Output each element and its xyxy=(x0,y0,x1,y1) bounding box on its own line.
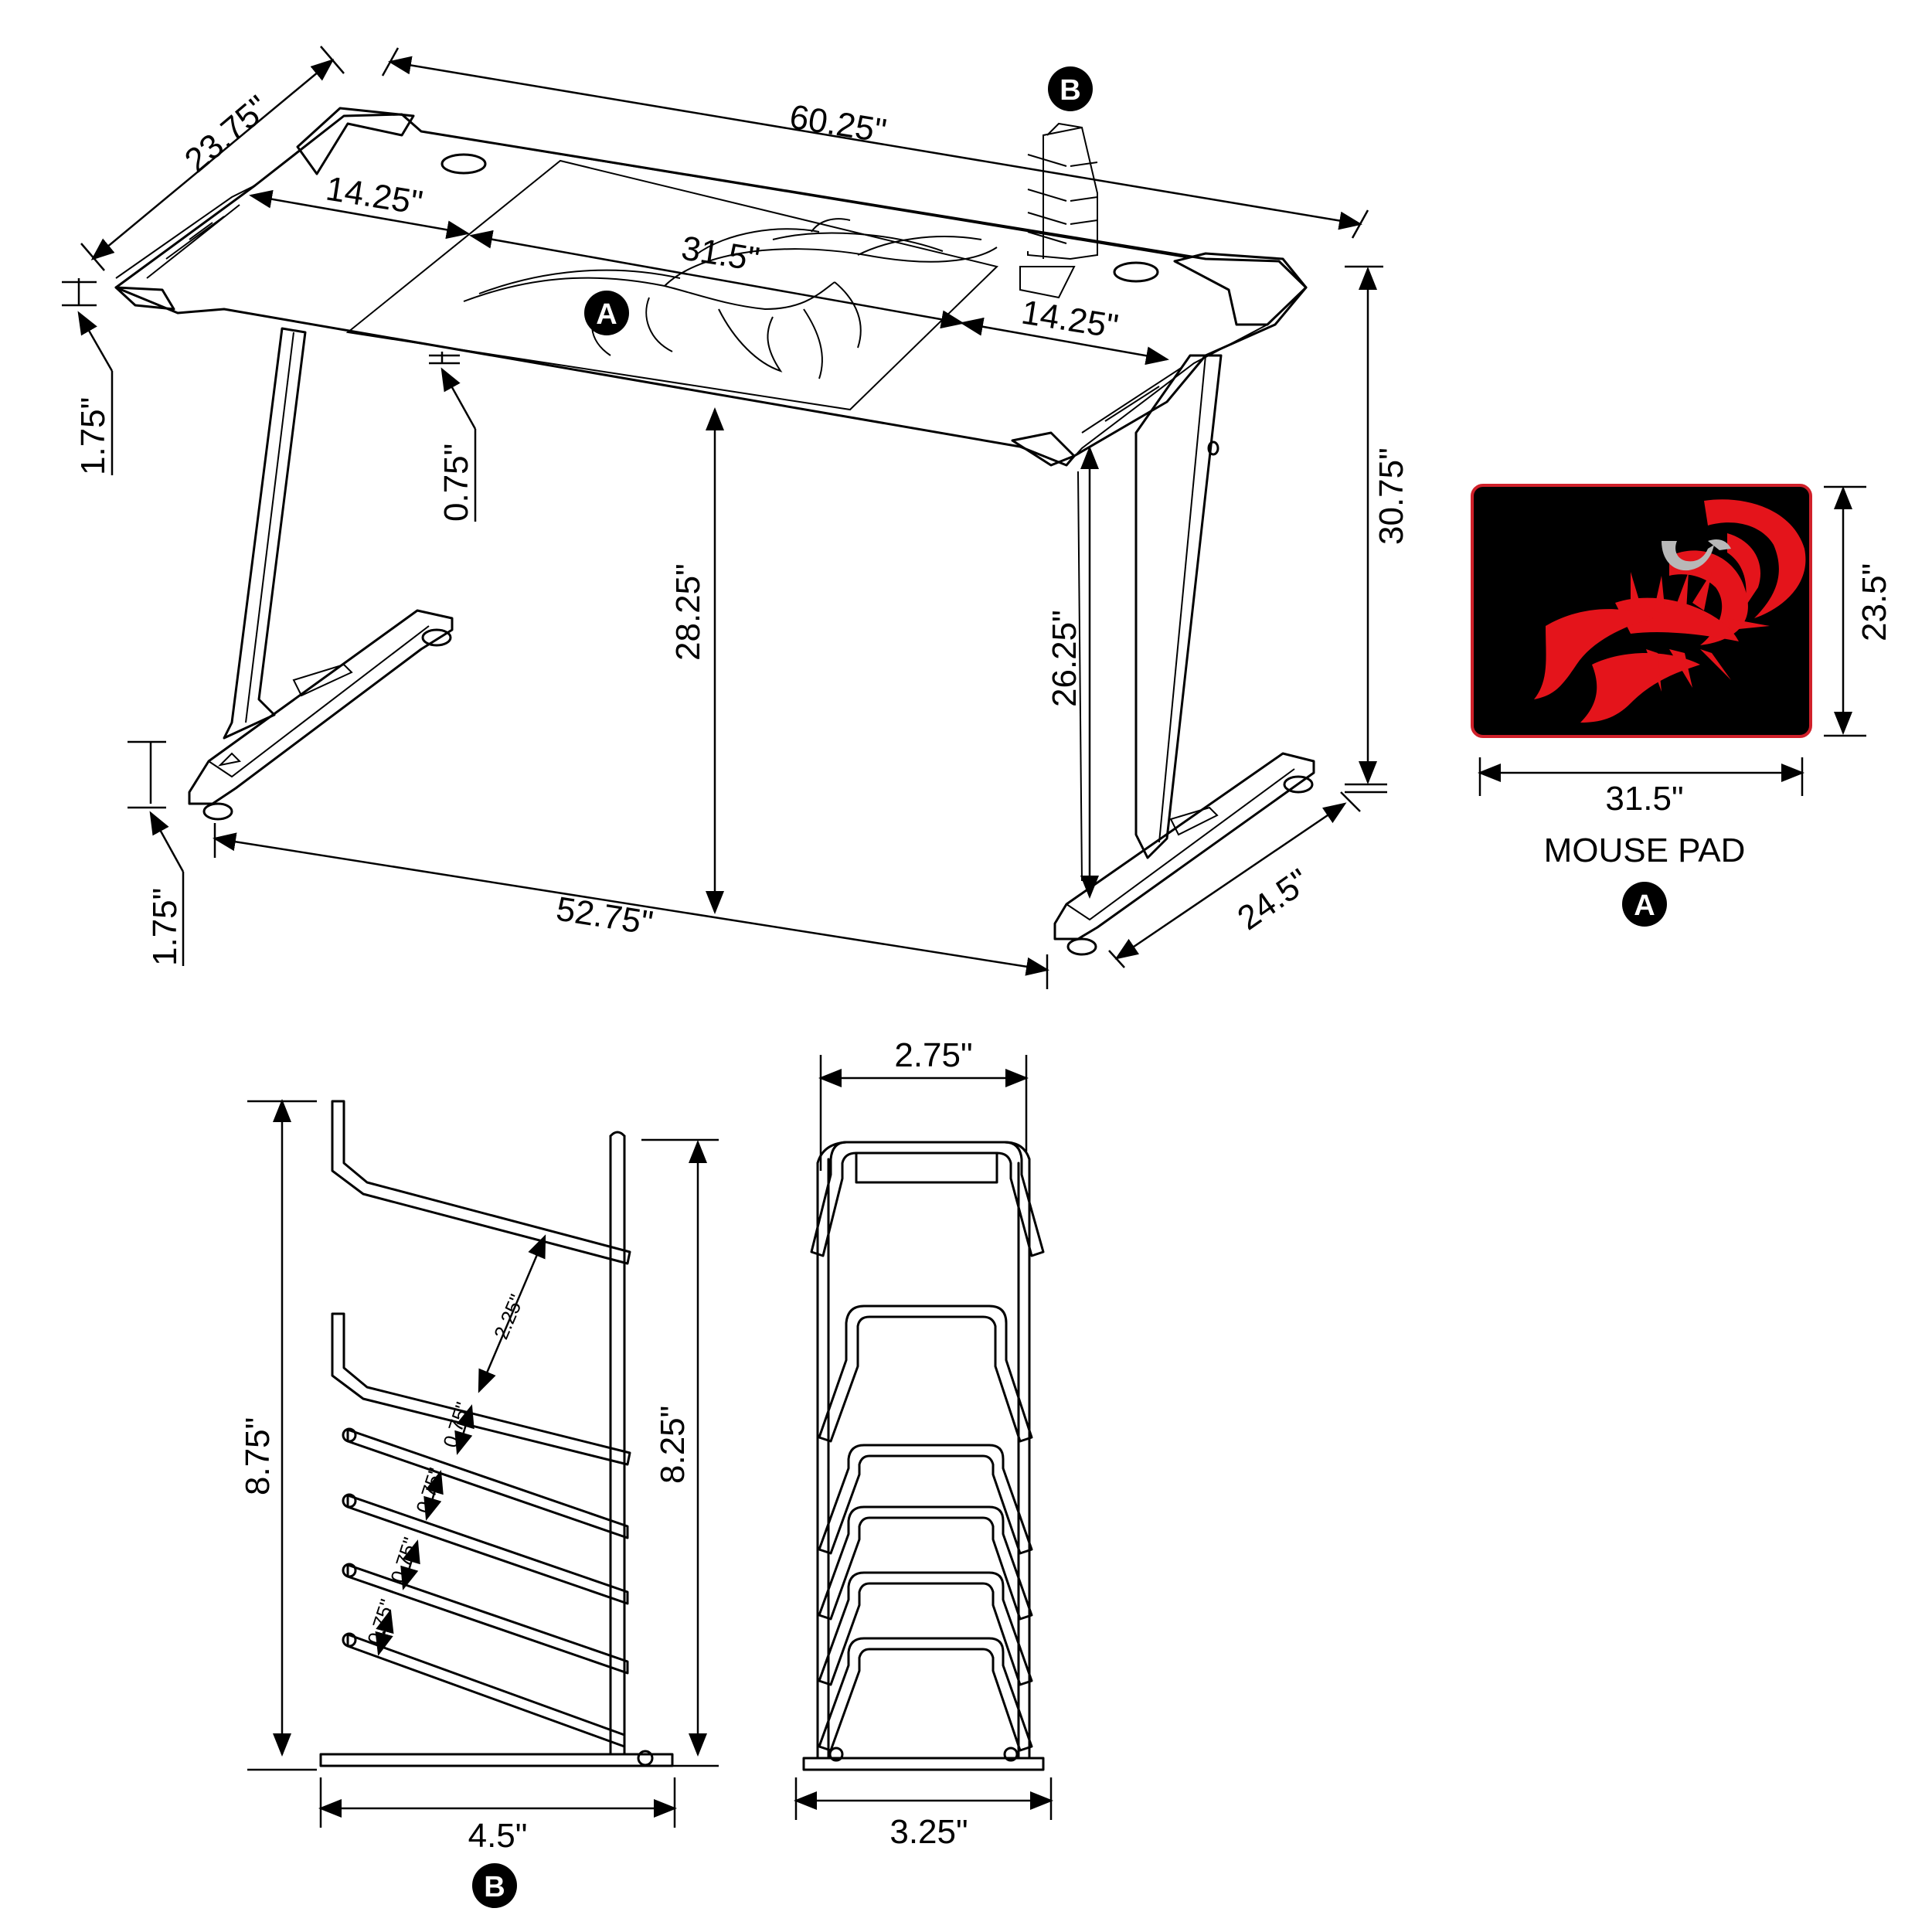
holder-top-width-label: 2.75" xyxy=(894,1036,972,1074)
mouse-pad-title: MOUSE PAD xyxy=(1544,832,1746,869)
silver-claw xyxy=(1662,541,1714,571)
desk-top-thickness-label: 1.75" xyxy=(74,397,112,475)
holder-gap-top-label: 2.25" xyxy=(489,1291,529,1343)
desk-pad-thickness-label: 0.75" xyxy=(437,444,475,522)
holder-gap-2-label: 0.75" xyxy=(411,1465,447,1516)
desk-width-label: 60.25" xyxy=(787,97,889,150)
desk-right-section-label: 14.25" xyxy=(1019,293,1121,345)
holder-front-view: 2.75" 3.25" xyxy=(794,1036,1053,1851)
desk-mousepad-section-label: 31.5" xyxy=(679,229,762,278)
svg-text:B: B xyxy=(1060,74,1080,107)
svg-text:A: A xyxy=(596,298,617,331)
mouse-pad-height-label: 23.5" xyxy=(1855,563,1893,641)
desk-dimension-lines xyxy=(62,46,1387,989)
desk-top xyxy=(114,113,1308,467)
mouse-pad-marker: A xyxy=(1634,889,1655,922)
scorpion-graphic xyxy=(1534,499,1806,723)
desk-left-section-label: 14.25" xyxy=(323,169,425,222)
desk-under-height-label: 28.25" xyxy=(669,563,707,661)
svg-text:B: B xyxy=(484,1871,505,1903)
desk-foot-height-label: 1.75" xyxy=(146,888,184,966)
holder-gap-3-label: 0.75" xyxy=(386,1535,422,1586)
desk-overall-height-label: 30.75" xyxy=(1372,447,1410,545)
mouse-pad-width-label: 31.5" xyxy=(1605,780,1683,818)
holder-post-height-label: 8.25" xyxy=(654,1406,692,1484)
holder-base-width-label: 3.25" xyxy=(889,1813,968,1851)
desk-mousepad xyxy=(345,159,998,411)
desk-headset-holder xyxy=(1019,122,1098,299)
holder-total-height-label: 8.75" xyxy=(239,1417,277,1495)
desk-right-leg xyxy=(1134,354,1223,859)
desk-left-leg xyxy=(223,327,307,740)
marker-a-desk: A xyxy=(584,291,629,335)
holder-base-depth-label: 4.5" xyxy=(468,1817,528,1855)
holder-side-view: 8.75" 8.25" 4.5" 2.25" 0.75" 0.75" 0.75"… xyxy=(239,1099,719,1855)
desk-dimension-labels: 23.75" 60.25" 14.25" 31.5" 14.25" 1.75" … xyxy=(74,88,1410,966)
mouse-pad-panel: 31.5" 23.5" MOUSE PAD A xyxy=(1471,484,1893,927)
marker-b-holder: B xyxy=(472,1863,517,1908)
desk-left-foot xyxy=(188,609,454,805)
holder-gap-4-label: 0.75" xyxy=(362,1597,399,1648)
desk-depth-label: 23.75" xyxy=(178,88,277,179)
desk-leg-clearance-label: 26.25" xyxy=(1046,610,1083,707)
marker-b-desk: B xyxy=(1048,66,1093,111)
desk-base-width-label: 52.75" xyxy=(553,889,655,942)
